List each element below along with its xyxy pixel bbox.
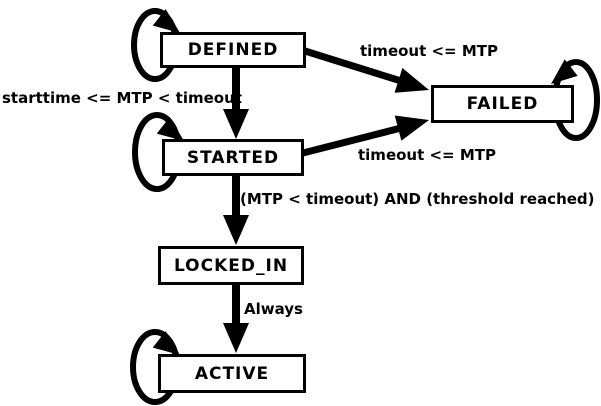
self-loop-started-arrowhead [156,117,184,141]
transition-started-to-failed-arrow [302,115,429,157]
transition-started-to-failed-label: timeout <= MTP [358,146,497,164]
state-locked-in-label: LOCKED_IN [173,255,289,276]
transition-defined-to-started-arrow [223,67,249,139]
transition-defined-to-failed-arrow [303,47,429,93]
transition-locked-in-to-active-label: Always [244,300,303,318]
transition-defined-to-failed-label: timeout <= MTP [360,42,499,60]
transition-started-to-locked-in-arrowhead [223,215,249,245]
state-defined-label: DEFINED [187,40,279,60]
state-started: STARTED [162,139,304,176]
self-loop-failed-arrowhead [551,59,578,84]
state-started-label: STARTED [186,147,280,168]
state-active-label: ACTIVE [194,363,270,384]
transition-started-to-failed-arrowhead [394,115,429,141]
state-locked-in: LOCKED_IN [158,246,304,285]
state-failed: FAILED [431,85,574,123]
transition-locked-in-to-active-arrow [223,285,249,353]
transition-started-to-locked-in-arrow [223,176,249,245]
transition-defined-to-started-arrowhead [223,109,249,139]
transition-started-to-failed-line [302,124,402,157]
self-loop-defined-arrowhead [152,9,180,33]
self-loop-active-arrowhead [152,331,180,355]
state-active: ACTIVE [158,354,306,393]
transition-defined-to-failed-arrowhead [394,67,429,93]
transition-defined-to-failed-line [303,47,403,85]
state-failed-label: FAILED [466,94,539,114]
state-defined: DEFINED [160,32,306,68]
transition-locked-in-to-active-arrowhead [223,323,249,353]
transition-started-to-locked-in-label: (MTP < timeout) AND (threshold reached) [240,190,595,208]
transition-defined-to-started-label: starttime <= MTP < timeout [2,89,242,107]
